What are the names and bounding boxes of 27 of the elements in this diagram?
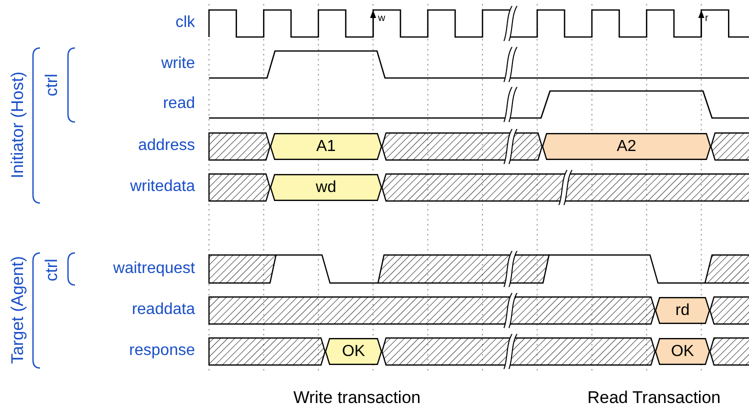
transaction-caption: Read Transaction [587, 388, 721, 408]
group-label: Target (Agent) [8, 256, 28, 364]
signal-name: write [161, 54, 195, 74]
data-hexagon [325, 338, 382, 365]
signal-name: response [129, 341, 195, 361]
transaction-caption: Write transaction [293, 388, 421, 408]
bus-value: OK [670, 344, 694, 360]
data-hexagon [655, 338, 710, 365]
signal-name: waitrequest [113, 259, 195, 279]
data-hexagon [655, 297, 710, 324]
bus-value: rd [675, 302, 690, 318]
edge-marker-label: r [705, 13, 708, 25]
signal-name: read [162, 94, 195, 114]
bus-value: OK [342, 344, 366, 360]
signal-name: clk [175, 13, 195, 33]
bus-value: A1 [316, 138, 336, 154]
data-hexagon [270, 174, 382, 201]
bus-value: A2 [616, 138, 636, 154]
bus-value: wd [316, 180, 336, 196]
group-label: ctrl [42, 258, 62, 282]
data-hexagon [270, 133, 382, 160]
edge-marker-label: w [378, 13, 386, 25]
signal-name: writedata [130, 177, 195, 197]
signal-name: address [138, 136, 195, 156]
group-label: ctrl [42, 74, 62, 96]
signal-name: readdata [132, 300, 195, 320]
group-label: Initiator (Host) [8, 72, 28, 178]
